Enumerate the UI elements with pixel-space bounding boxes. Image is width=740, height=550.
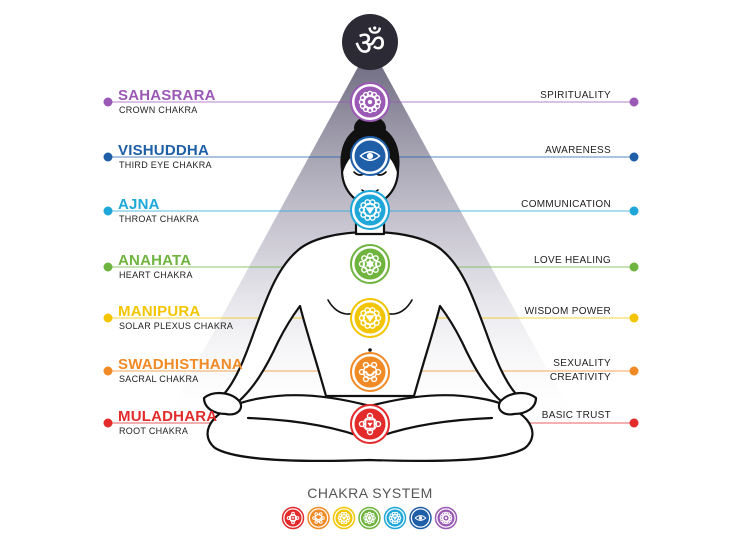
chakra-meaning-anahata: LOVE HEALING (534, 255, 611, 266)
chakra-subtitle-anahata: HEART CHAKRA (119, 270, 193, 280)
legend-hexagram-icon (358, 506, 381, 530)
legend-icons (281, 506, 458, 530)
left-dot-manipura (103, 313, 113, 323)
solar-lotus-icon (350, 298, 390, 338)
chakra-name-muladhara: MULADHARA (118, 408, 218, 425)
left-dot-sahasrara (103, 97, 113, 107)
chakra-meaning-vishuddha: AWARENESS (545, 145, 611, 156)
crown-lotus-icon (350, 82, 390, 122)
diagram-title: CHAKRA SYSTEM (307, 485, 433, 501)
chakra-name-sahasrara: SAHASRARA (118, 87, 216, 104)
chakra-subtitle-manipura: SOLAR PLEXUS CHAKRA (119, 321, 234, 331)
chakra-meaning-sahasrara: SPIRITUALITY (540, 90, 611, 101)
square-lotus-icon (350, 404, 390, 444)
chakra-subtitle-ajna: THROAT CHAKRA (119, 214, 200, 224)
legend-third-eye-icon (409, 506, 432, 530)
hexagram-icon (350, 244, 390, 284)
chakra-name-vishuddha: VISHUDDHA (118, 142, 209, 159)
hair-bun (354, 116, 386, 140)
chakra-meaning-muladhara: BASIC TRUST (541, 410, 611, 421)
right-dot-anahata (629, 262, 639, 272)
right-dot-swadhisthana (629, 366, 639, 376)
left-dot-vishuddha (103, 152, 113, 162)
legend-solar-lotus-icon (332, 506, 356, 530)
chakra-meaning-swadhisthana: SEXUALITY CREATIVITY (549, 358, 611, 383)
right-dot-sahasrara (629, 97, 639, 107)
throat-lotus-icon (350, 190, 390, 230)
chakra-name-anahata: ANAHATA (118, 252, 192, 269)
hair (340, 124, 400, 176)
chakra-subtitle-vishuddha: THIRD EYE CHAKRA (119, 160, 212, 170)
right-dot-manipura (629, 313, 639, 323)
chakra-meaning-ajna: COMMUNICATION (521, 199, 611, 210)
chakra-name-ajna: AJNA (118, 196, 160, 213)
third-eye-icon (350, 136, 390, 176)
legend-throat-lotus-icon (383, 506, 407, 530)
chakra-subtitle-sahasrara: CROWN CHAKRA (119, 105, 198, 115)
right-dot-ajna (629, 206, 639, 216)
chakra-name-manipura: MANIPURA (118, 303, 201, 320)
chakra-subtitle-muladhara: ROOT CHAKRA (119, 426, 189, 436)
right-dot-muladhara (629, 418, 639, 428)
legend-crescent-lotus-icon (307, 506, 330, 530)
legend-square-lotus-icon (281, 506, 305, 530)
left-dot-ajna (103, 206, 113, 216)
right-dot-vishuddha (629, 152, 639, 162)
om-circle (342, 14, 398, 70)
chakra-icons (350, 82, 390, 444)
legend-crown-lotus-icon (434, 506, 458, 530)
left-dot-anahata (103, 262, 113, 272)
chakra-meaning-manipura: WISDOM POWER (524, 306, 611, 317)
crescent-lotus-icon (350, 352, 390, 392)
left-dot-swadhisthana (103, 366, 113, 376)
chakra-subtitle-swadhisthana: SACRAL CHAKRA (119, 374, 199, 384)
chakra-name-swadhisthana: SWADHISTHANA (118, 356, 243, 373)
om-symbol: ॐ (354, 24, 385, 64)
left-dot-muladhara (103, 418, 113, 428)
